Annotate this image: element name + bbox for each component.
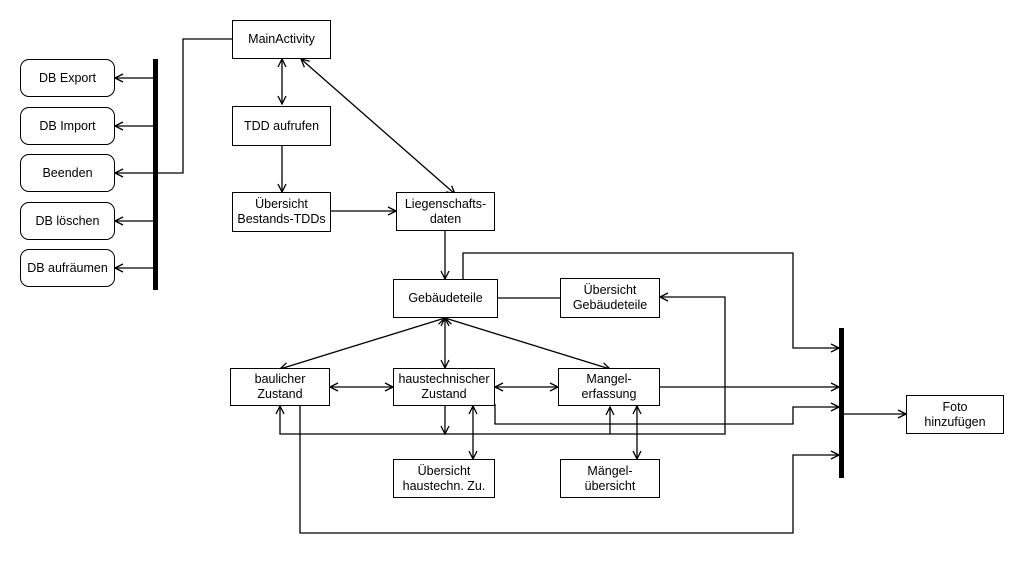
edge-main-to-menu-bar	[155, 38, 232, 174]
maengeluebersicht-node[interactable]: Mängel- übersicht	[560, 459, 660, 498]
gebaeudeteile-node[interactable]: Gebäudeteile	[393, 279, 498, 318]
edge-baulicher-foto	[299, 406, 839, 534]
uebersicht-haustechn-node[interactable]: Übersicht haustechn. Zu.	[393, 459, 495, 498]
db-export-button[interactable]: DB Export	[20, 59, 115, 97]
main-activity-node[interactable]: MainActivity	[232, 20, 331, 59]
db-loeschen-button[interactable]: DB löschen	[20, 202, 115, 240]
uebersicht-gebaeudeteile-node[interactable]: Übersicht Gebäudeteile	[560, 278, 660, 318]
edge-haustechn-foto	[494, 404, 839, 425]
db-aufraeumen-button[interactable]: DB aufräumen	[20, 249, 115, 287]
liegenschaftsdaten-node[interactable]: Liegenschafts- daten	[396, 192, 495, 231]
menu-fork-bar	[153, 59, 158, 290]
edge-gebaeude-mangel	[445, 318, 610, 369]
edge-gebaeude-baulicher	[280, 318, 445, 369]
edge-return-loop	[280, 297, 726, 435]
baulicher-zustand-node[interactable]: baulicher Zustand	[230, 368, 330, 406]
db-import-button[interactable]: DB Import	[20, 107, 115, 145]
edge-main-liegenschaft	[301, 59, 455, 194]
foto-hinzufuegen-node[interactable]: Foto hinzufügen	[906, 395, 1004, 434]
beenden-button[interactable]: Beenden	[20, 154, 115, 192]
uebersicht-bestands-tdds-node[interactable]: Übersicht Bestands-TDDs	[232, 192, 331, 232]
mangelerfassung-node[interactable]: Mangel- erfassung	[558, 368, 660, 406]
tdd-aufrufen-node[interactable]: TDD aufrufen	[232, 106, 331, 146]
foto-join-bar	[839, 328, 844, 478]
haustechnischer-zustand-node[interactable]: haustechnischer Zustand	[393, 368, 495, 406]
edge-liegenschaft-foto	[462, 252, 839, 348]
